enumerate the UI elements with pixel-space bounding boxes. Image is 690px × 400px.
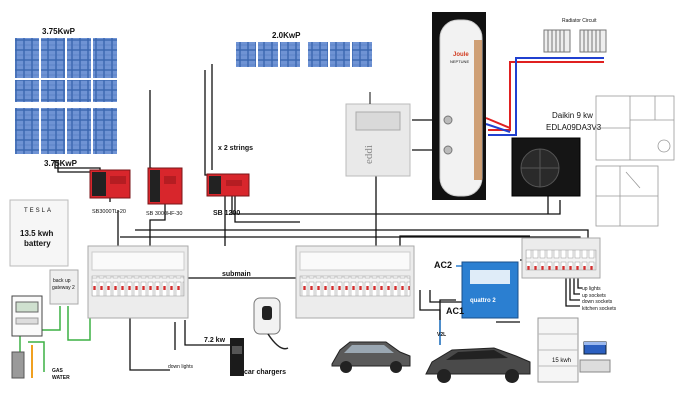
strings-label: x 2 strings [218,145,253,152]
solar-array-top: 3.75KwP [15,27,117,102]
ac2-label: AC2 [434,260,452,270]
tesla-battery: TESLA 13.5 kwh battery [9,199,69,267]
battery-cell [583,341,607,355]
hp-flow-pipe [485,117,511,129]
consumer-unit-sub [295,245,415,319]
right-board-circuits: up lights up sockets down sockets kitche… [582,286,617,312]
gas-label: GAS [52,368,64,374]
radiator-1 [543,29,571,53]
heat-pump-name: Daikin 9 kw [552,111,593,120]
inverter-3: SB 1200 [206,173,250,217]
solar-array-bottom: 3.75KwP [15,108,117,168]
consumer-unit-right [521,237,601,279]
battery-brand: TESLA [24,208,53,214]
cylinder-brand: Joule [453,52,469,58]
inverter-3-label: SB 1200 [213,210,240,217]
utility-meter [11,351,25,379]
circuit-kitchen-sockets: kitchen sockets [582,306,617,312]
quattro-label: quattro 2 [470,298,496,304]
charger-kw-label: 7.2 kw [204,337,226,344]
car-tesla [425,347,531,383]
backup-gateway: back up gateway 2 [49,269,79,305]
cylinder-model: NEPTUNE [450,59,469,64]
submain-label: submain [222,271,251,278]
radiator-circuit-label: Radiator Circuit [562,18,597,24]
solar-array-bottom-label: 3.75KwP [44,159,78,168]
solar-array-right: 2.0KwP [236,31,372,67]
radiator-2 [579,29,607,53]
hot-water-cylinder: Joule NEPTUNE [432,12,486,200]
consumer-unit-main [87,245,189,319]
eddi-diverter: eddi [345,92,411,177]
ev-charger-post [230,338,244,376]
inverter-2: SB 3000HF-30 [146,167,183,217]
battery-box [579,359,611,373]
battery-type: battery [24,239,51,248]
heating-pipes [488,57,604,136]
circuit-down-sockets: down sockets [582,299,613,305]
inverter-1: SB3000TL-20 [89,169,131,215]
gateway-line2: gateway 2 [52,285,75,291]
circuit-up-lights: up lights [582,286,601,292]
heat-pump-model: EDLA09DA3V3 [546,123,602,132]
hp-return-pipe [485,123,511,133]
home-battery-label: 15 kwh [552,358,571,364]
gateway-line1: back up [53,278,71,284]
floor-plans [595,95,675,227]
solar-array-right-label: 2.0KwP [272,31,301,40]
eddi-label: eddi [363,145,375,164]
inverter-1-label: SB3000TL-20 [92,209,126,215]
water-label: WATER [52,375,70,381]
electric-meter [11,295,43,337]
circuit-up-sockets: up sockets [582,293,606,299]
car-chargers-label: car chargers [244,369,286,376]
inverter-2-label: SB 3000HF-30 [146,211,182,217]
down-lights-label: down lights [168,364,194,370]
ac1-label: AC1 [446,306,464,316]
home-battery-stack: 15 kwh [537,317,579,383]
battery-capacity: 13.5 kwh [20,229,53,238]
wiring [54,64,589,371]
v2l-label: V2L [437,332,446,338]
heat-pump-unit [511,137,581,197]
car-golf [331,341,411,373]
solar-array-top-label: 3.75KwP [42,27,76,36]
quattro-inverter: quattro 2 [461,261,519,319]
ev-charger-wall [253,297,289,350]
